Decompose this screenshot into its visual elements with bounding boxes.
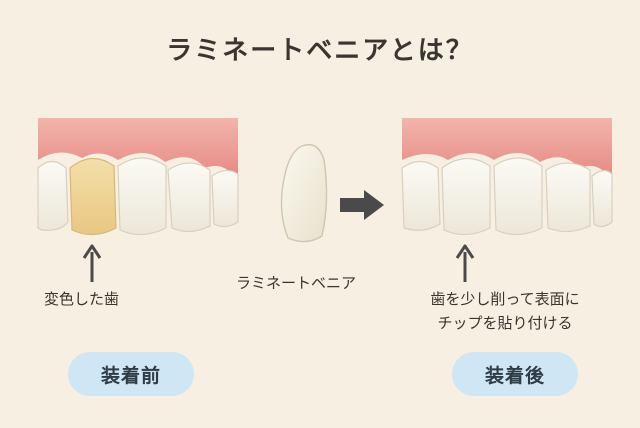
before-tooth-1	[37, 160, 69, 231]
before-badge: 装着前	[68, 352, 194, 396]
before-gum	[38, 118, 238, 182]
veneer-shell	[280, 143, 328, 243]
after-note-line1: 歯を少し削って表面に	[430, 290, 580, 308]
veneer-label: ラミネートベニア	[236, 274, 357, 292]
before-tooth-5	[211, 169, 239, 228]
before-tooth-discolored	[69, 157, 117, 236]
before-tooth-4	[167, 162, 211, 233]
after-tooth-4	[545, 162, 591, 233]
after-note-line2: チップを貼り付ける	[437, 314, 573, 332]
after-tooth-veneered	[441, 157, 491, 236]
after-tooth-5	[591, 169, 613, 228]
before-teeth-illustration	[37, 118, 239, 236]
after-teeth-illustration	[401, 118, 613, 236]
after-arrow-up	[455, 244, 475, 282]
process-arrow-right	[340, 190, 384, 220]
before-tooth-3	[117, 157, 167, 236]
after-tooth-1	[401, 160, 441, 231]
after-tooth-3	[493, 157, 543, 236]
after-badge: 装着後	[452, 352, 578, 396]
before-arrow-up	[82, 244, 102, 282]
after-gum	[402, 118, 612, 182]
page-title: ラミネートベニアとは？	[166, 36, 474, 66]
discolored-tooth-label: 変色した歯	[44, 290, 120, 308]
